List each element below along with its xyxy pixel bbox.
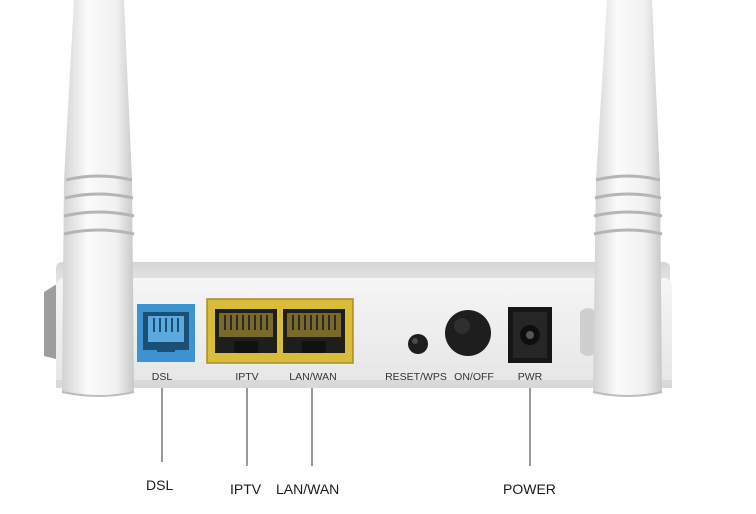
power-callout-label: POWER — [503, 481, 556, 497]
iptv-port — [215, 309, 277, 353]
reset-wps-button — [408, 334, 428, 354]
left-antenna — [61, 0, 135, 397]
iptv-callout-label: IPTV — [230, 481, 262, 497]
lan-wan-port-label: LAN/WAN — [289, 371, 336, 383]
dsl-port — [137, 304, 195, 362]
reset-wps-label: RESET/WPS — [385, 371, 447, 383]
dsl-port-label: DSL — [152, 371, 173, 383]
right-antenna — [592, 0, 663, 397]
on-off-button — [445, 310, 491, 356]
power-jack — [508, 307, 552, 363]
dsl-callout-label: DSL — [146, 477, 174, 493]
lan-wan-port — [283, 309, 345, 353]
pwr-label: PWR — [518, 371, 543, 383]
iptv-port-label: IPTV — [235, 371, 258, 383]
on-off-label: ON/OFF — [454, 371, 494, 383]
lan-wan-callout-label: LAN/WAN — [276, 481, 340, 497]
